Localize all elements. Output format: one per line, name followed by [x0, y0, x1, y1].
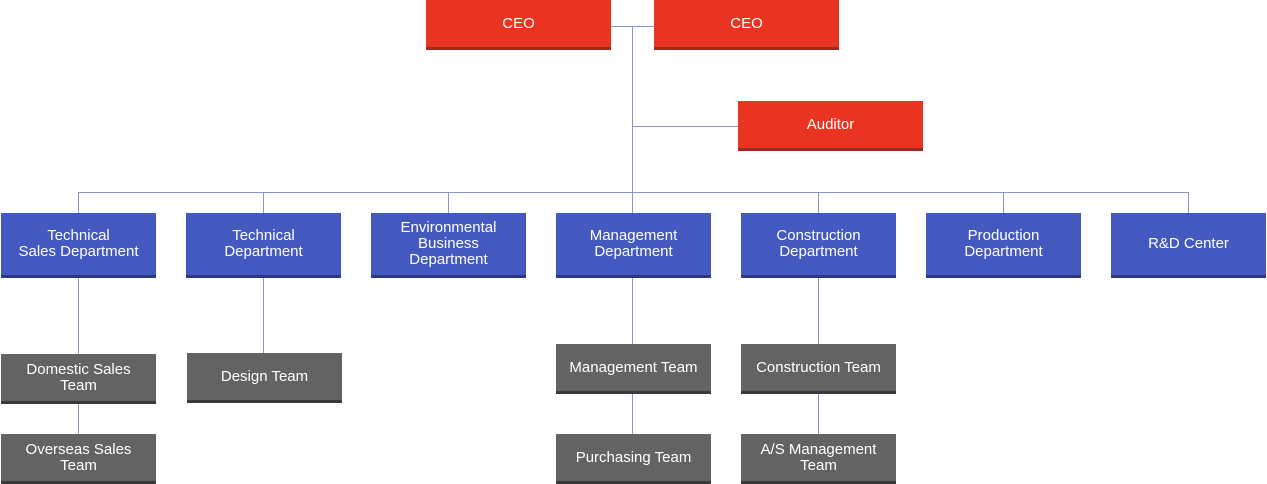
dept-label: Environmental Business Department — [400, 219, 497, 268]
dept-management: Management Department — [556, 213, 711, 278]
dept-construction: Construction Department — [741, 213, 896, 278]
dept-production: Production Department — [926, 213, 1081, 278]
team-label: Domestic Sales Team — [26, 360, 131, 394]
team-as-management: A/S Management Team — [741, 434, 896, 484]
ceo-label-right: CEO — [730, 14, 763, 32]
ceo-label-left: CEO — [502, 14, 535, 32]
team-domestic-sales: Domestic Sales Team — [1, 354, 156, 404]
dept-label: Technical Department — [224, 227, 303, 260]
team-construction: Construction Team — [741, 344, 896, 394]
dept-rd-center: R&D Center — [1111, 213, 1266, 278]
team-label: Management Team — [569, 358, 698, 376]
team-purchasing: Purchasing Team — [556, 434, 711, 484]
dept-label: Construction Department — [776, 227, 861, 260]
team-label: Purchasing Team — [575, 448, 692, 466]
team-label: Design Team — [220, 367, 309, 385]
auditor-label: Auditor — [806, 115, 855, 133]
dept-technical: Technical Department — [186, 213, 341, 278]
dept-label: Technical Sales Department — [18, 227, 139, 260]
dept-label: Production Department — [964, 227, 1043, 260]
dept-label: R&D Center — [1148, 235, 1229, 252]
auditor-box: Auditor — [738, 101, 923, 151]
team-design: Design Team — [187, 353, 342, 403]
team-label: Overseas Sales Team — [25, 440, 132, 474]
team-label: A/S Management Team — [760, 440, 877, 474]
dept-environmental-business: Environmental Business Department — [371, 213, 526, 278]
team-overseas-sales: Overseas Sales Team — [1, 434, 156, 484]
team-label: Construction Team — [756, 358, 881, 376]
dept-label: Management Department — [589, 227, 678, 260]
team-management: Management Team — [556, 344, 711, 394]
dept-technical-sales: Technical Sales Department — [1, 213, 156, 278]
ceo-box-left: CEO — [426, 0, 611, 50]
ceo-box-right: CEO — [654, 0, 839, 50]
